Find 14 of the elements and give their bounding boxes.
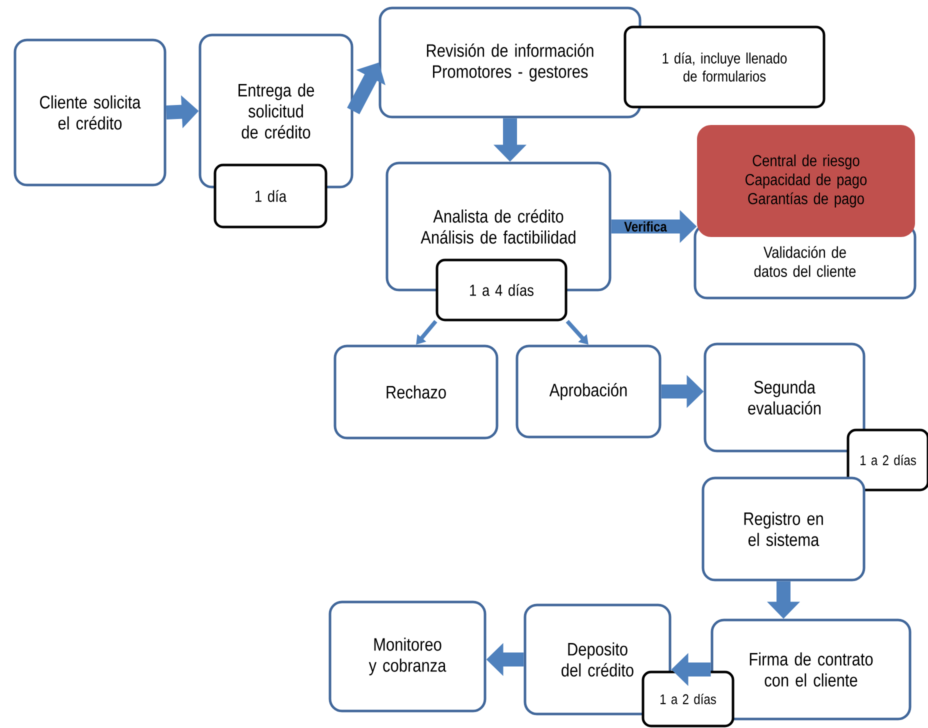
edge-label: Verifica [624,221,667,232]
process-box: Registro en el sistema [702,476,866,582]
note-box: 1 día, incluye llenado de formularios [624,26,826,108]
process-box: Cliente solicita el crédito [14,38,166,186]
duration-box: 1 a 2 días [846,428,928,492]
duration-box: 1 día [214,164,328,228]
process-box: Segunda evaluación [704,342,866,452]
process-box: Rechazo [334,344,498,440]
process-box: Aprobación [516,344,662,438]
process-box: Monitoreo y cobranza [328,600,486,712]
process-box: Revisión de información Promotores - gestores [378,6,642,118]
duration-box: 1 a 2 días [642,670,734,728]
highlight-box: Central de riesgo Capacidad de pago Garantías de pago [697,125,916,237]
duration-box: 1 a 4 días [436,258,568,322]
